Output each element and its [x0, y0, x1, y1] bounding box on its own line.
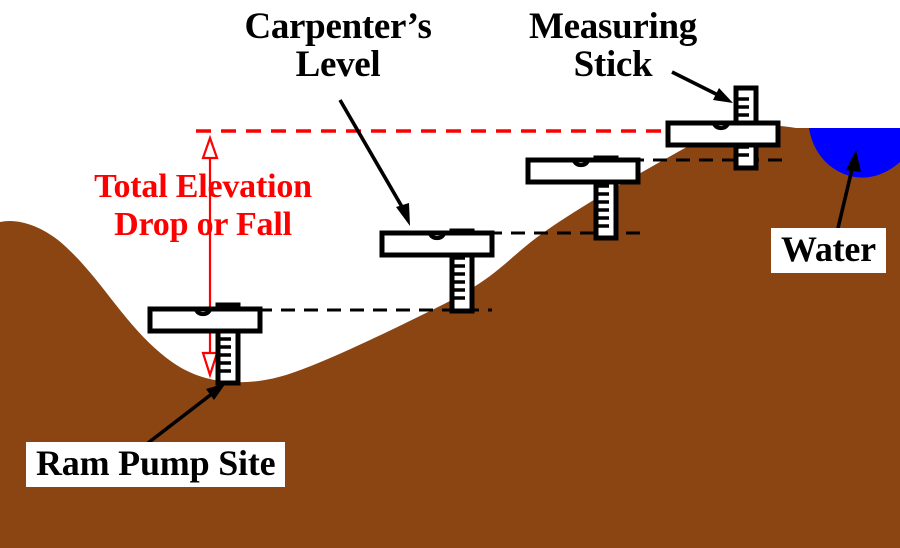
label-measuring-stick: Measuring Stick	[529, 6, 697, 85]
callout-arrow-water	[836, 150, 861, 229]
carpenters-level-bar-2	[379, 230, 495, 258]
carpenters-level-bar-3	[525, 157, 641, 185]
level-assembly-1	[147, 302, 263, 386]
label-water: Water	[771, 228, 886, 273]
arrow-icon-head-carpenters	[396, 203, 410, 226]
level-assembly-4	[665, 85, 781, 171]
arrow-icon-shaft-carpenters	[338, 99, 407, 213]
carpenters-level-bar-4	[665, 120, 781, 148]
bubble-vial-icon-3	[572, 159, 590, 168]
arrow-icon-shaft-water	[836, 164, 855, 229]
water-pond	[809, 128, 900, 178]
elevation-arrow-head-down	[201, 351, 219, 379]
callout-arrow-carpenters-level	[338, 99, 410, 226]
bubble-vial-icon-2	[428, 232, 446, 241]
label-total-elevation-drop: Total Elevation Drop or Fall	[94, 168, 312, 244]
arrow-icon-shaft-measuring	[671, 70, 723, 99]
elevation-arrow-head-up	[201, 134, 219, 160]
level-assembly-3	[525, 155, 641, 241]
label-carpenters-level: Carpenter’s Level	[244, 6, 432, 85]
arrow-icon-head-rampump	[206, 383, 226, 400]
bubble-vial-icon-1	[194, 308, 212, 317]
level-assembly-2	[379, 228, 495, 314]
callout-arrow-measuring-stick	[671, 70, 733, 103]
bubble-vial-icon-4	[712, 122, 730, 131]
carpenters-level-bar-1	[147, 306, 263, 334]
callout-arrow-ram-pump-site	[146, 383, 226, 445]
arrow-icon-head-water	[846, 150, 861, 172]
arrow-icon-shaft-rampump	[146, 391, 215, 445]
arrow-icon-head-measuring	[713, 88, 733, 103]
label-ram-pump-site: Ram Pump Site	[26, 442, 286, 487]
